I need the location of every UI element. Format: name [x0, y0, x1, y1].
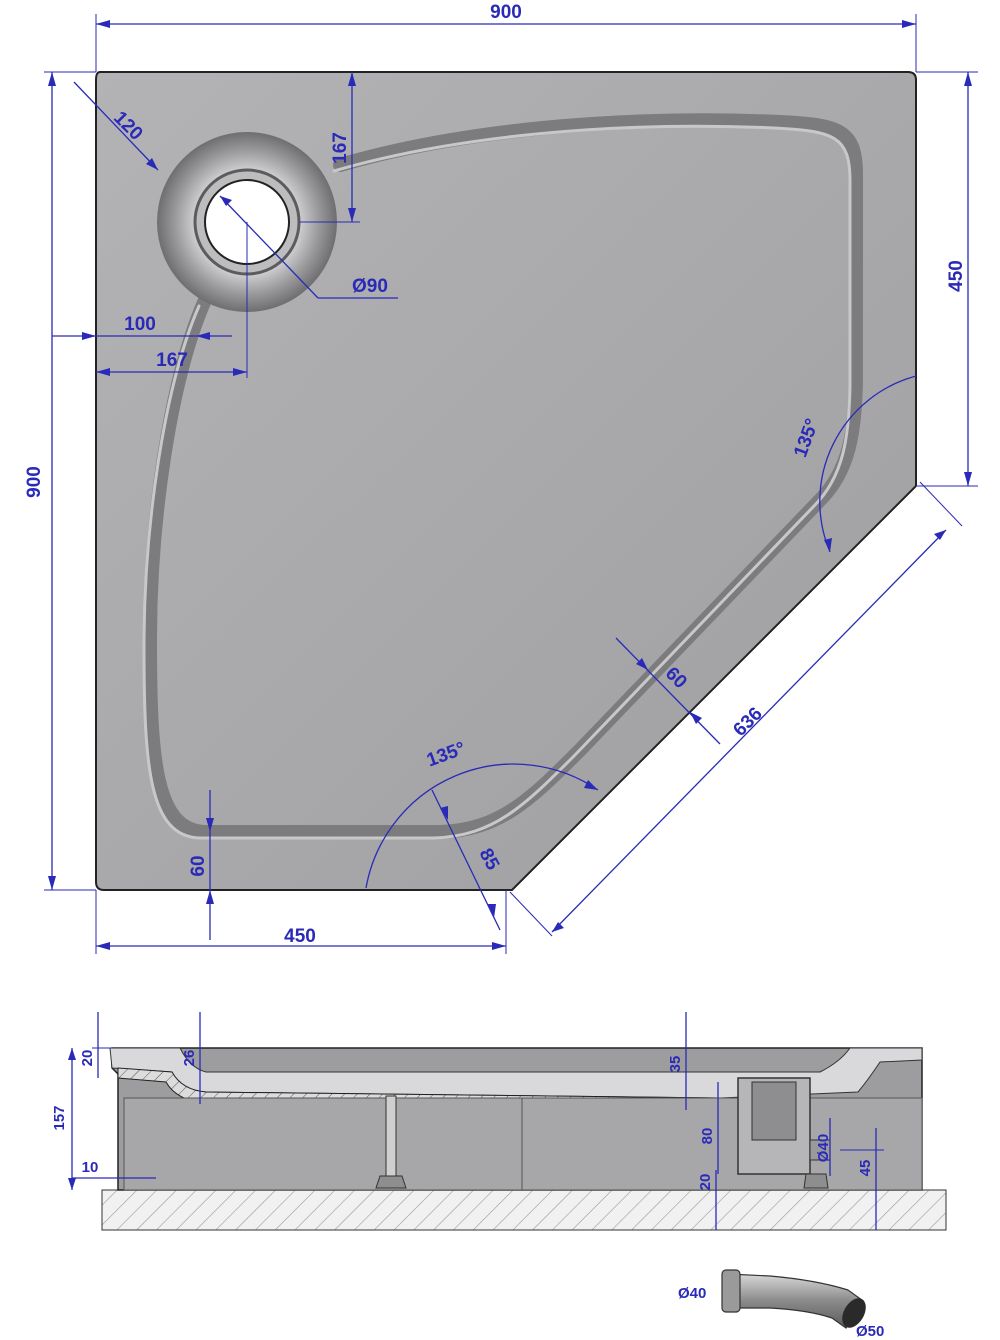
dim-diagonal: 636 — [729, 703, 766, 740]
dim-foot-gap: 10 — [82, 1159, 99, 1176]
adapter-inlet-collar — [721, 1269, 741, 1313]
siphon-cup — [751, 1081, 797, 1141]
front-panel-right — [521, 1097, 923, 1191]
dim-bottom-side: 450 — [284, 926, 316, 947]
dim-right-side: 450 — [946, 260, 967, 292]
dim-drain-x: 167 — [156, 350, 188, 371]
dim-drain-diameter: Ø90 — [352, 276, 388, 297]
top-view: 900 900 450 450 636 120 — [24, 2, 978, 954]
adapter-outlet-mouth — [842, 1298, 866, 1328]
dim-drain-edge: 100 — [124, 314, 156, 335]
fitting-outlet-diameter: Ø50 — [856, 1323, 884, 1340]
dim-overall-depth: 900 — [24, 466, 45, 498]
dim-siphon-height: 80 — [699, 1128, 716, 1145]
adapter-fitting: Ø40 Ø50 — [678, 1269, 884, 1340]
dim-overall-width: 900 — [490, 2, 522, 23]
fitting-inlet-diameter: Ø40 — [678, 1285, 706, 1302]
front-panel-left — [123, 1097, 523, 1191]
support-leg — [385, 1095, 397, 1177]
dim-tray-depth: 35 — [667, 1056, 684, 1073]
basin-groove-highlight — [142, 124, 852, 840]
floor-slab — [101, 1189, 947, 1231]
dim-total-height: 157 — [51, 1105, 68, 1130]
dim-outlet-height: 45 — [857, 1160, 874, 1177]
dim-outlet-diameter: Ø40 — [815, 1134, 832, 1162]
siphon-foot — [803, 1173, 829, 1189]
leg-foot — [375, 1175, 407, 1189]
dim-floor-gap: 20 — [697, 1174, 714, 1191]
dim-rim-step: 26 — [181, 1050, 198, 1067]
section-view: 20 157 10 26 35 80 20 Ø40 45 — [51, 1012, 947, 1231]
adapter-pipe — [727, 1273, 863, 1329]
dim-rim-front: 60 — [188, 855, 209, 876]
dim-rim-height: 20 — [79, 1050, 96, 1067]
dim-drain-y: 167 — [330, 132, 351, 164]
